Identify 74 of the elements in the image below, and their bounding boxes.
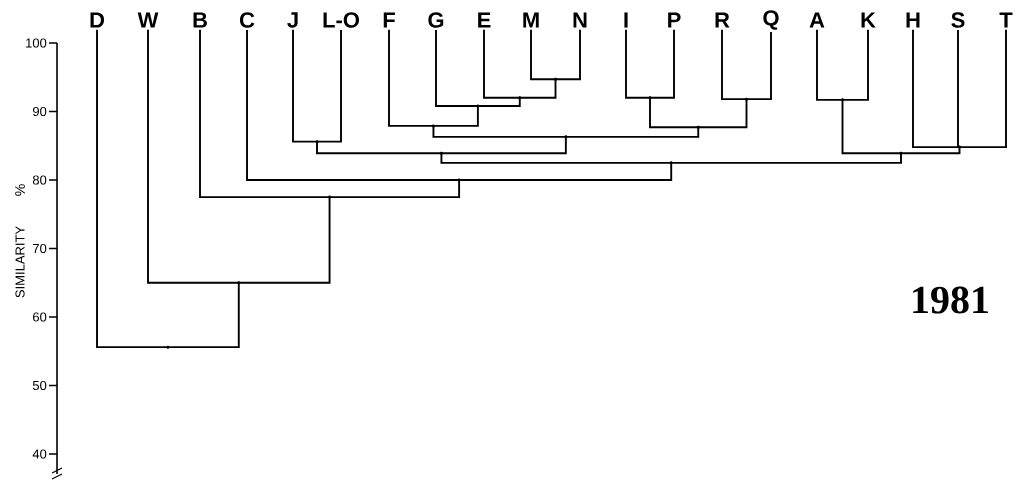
tree-branch	[483, 28, 521, 99]
tree-branch	[649, 96, 700, 129]
leaf-label: I	[624, 12, 628, 28]
leaf-label: E	[478, 12, 491, 28]
junction-point	[315, 140, 319, 144]
tree-branch	[554, 28, 581, 81]
tree-branch	[625, 28, 651, 99]
tree-branch	[440, 135, 567, 155]
tick-label: 70	[33, 243, 47, 254]
leaf-label: B	[193, 12, 207, 28]
year-label: 1981	[913, 286, 988, 314]
tree-branch	[96, 28, 169, 349]
leaf-label: F	[383, 12, 395, 28]
leaf-label: A	[809, 12, 825, 28]
axis-title: %	[15, 184, 25, 196]
tree-branch	[458, 161, 673, 181]
tree-branch	[900, 146, 961, 155]
tree-branch	[432, 124, 567, 138]
leaf-label: P	[668, 12, 681, 28]
junction-point	[564, 135, 568, 139]
junction-point	[431, 124, 435, 128]
leaf-label: G	[428, 12, 444, 28]
tree-branch	[564, 126, 700, 138]
tree-branch	[841, 28, 869, 101]
junction-point	[669, 161, 673, 165]
tree-branch	[435, 29, 479, 107]
leaf-label: N	[573, 12, 587, 28]
tree-branch	[816, 28, 844, 101]
tree-branch	[476, 96, 521, 107]
leaf-label: L-O	[323, 12, 359, 28]
leaf-label: S	[951, 12, 965, 28]
tree-branch	[328, 179, 461, 199]
tree-branch	[246, 29, 461, 181]
tree-branch	[697, 98, 748, 129]
tick-label: 90	[32, 106, 47, 117]
tree-branch	[316, 140, 443, 155]
tree-branch	[388, 28, 435, 127]
tree-branch	[432, 105, 479, 127]
leaf-label: D	[90, 12, 105, 28]
tree-branch	[649, 28, 675, 99]
leaf-label: C	[240, 12, 255, 28]
tree-branch	[841, 98, 902, 155]
leaf-label: K	[861, 12, 876, 28]
tree-branch	[745, 31, 772, 101]
junction-point	[237, 281, 241, 285]
tree-branch	[292, 28, 318, 143]
leaf-label: T	[999, 12, 1013, 28]
tick-label: 40	[32, 449, 47, 459]
tree-branch	[518, 78, 557, 99]
tree-branch	[670, 152, 902, 164]
tree-branch	[316, 29, 342, 143]
tree-branch	[530, 28, 557, 81]
tick-label: 50	[32, 380, 47, 391]
tree-branch	[237, 196, 331, 284]
leaf-label: J	[287, 12, 298, 28]
tick-label: 60	[33, 312, 47, 322]
leaf-label: M	[523, 12, 539, 28]
tree-branch	[199, 28, 331, 199]
junction-point	[648, 96, 652, 100]
leaf-label: R	[715, 12, 730, 28]
tree-branch	[958, 28, 1007, 149]
tree-branch	[440, 152, 673, 164]
leaf-label: Q	[763, 10, 779, 30]
junction-point	[841, 98, 844, 102]
tree-branch	[721, 28, 748, 101]
leaf-label: W	[137, 12, 159, 28]
tree-branch	[147, 28, 240, 284]
tick-label: 80	[32, 175, 47, 185]
tree-branch	[957, 29, 961, 149]
leaf-label: H	[906, 12, 920, 28]
axis-title: SIMILARITY	[15, 226, 25, 298]
junction-point	[518, 96, 522, 100]
tree-branch	[166, 281, 240, 349]
tick-label: 100	[26, 38, 47, 48]
